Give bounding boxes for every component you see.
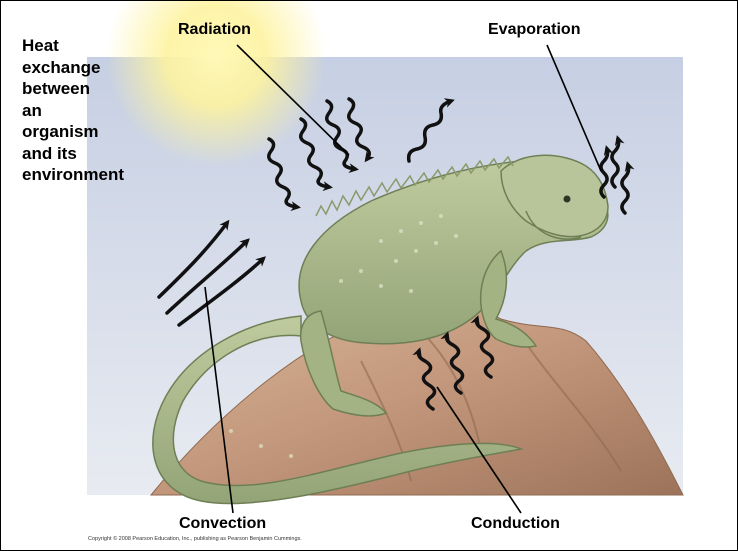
radiation-label: Radiation xyxy=(178,21,251,39)
copyright-notice: Copyright © 2008 Pearson Education, Inc.… xyxy=(88,536,302,542)
conduction-label: Conduction xyxy=(471,515,560,533)
evaporation-label: Evaporation xyxy=(488,21,580,39)
iguana-eye xyxy=(564,196,571,203)
diagram-heading: Heat exchange between an organism and it… xyxy=(22,35,162,186)
convection-label: Convection xyxy=(179,515,266,533)
